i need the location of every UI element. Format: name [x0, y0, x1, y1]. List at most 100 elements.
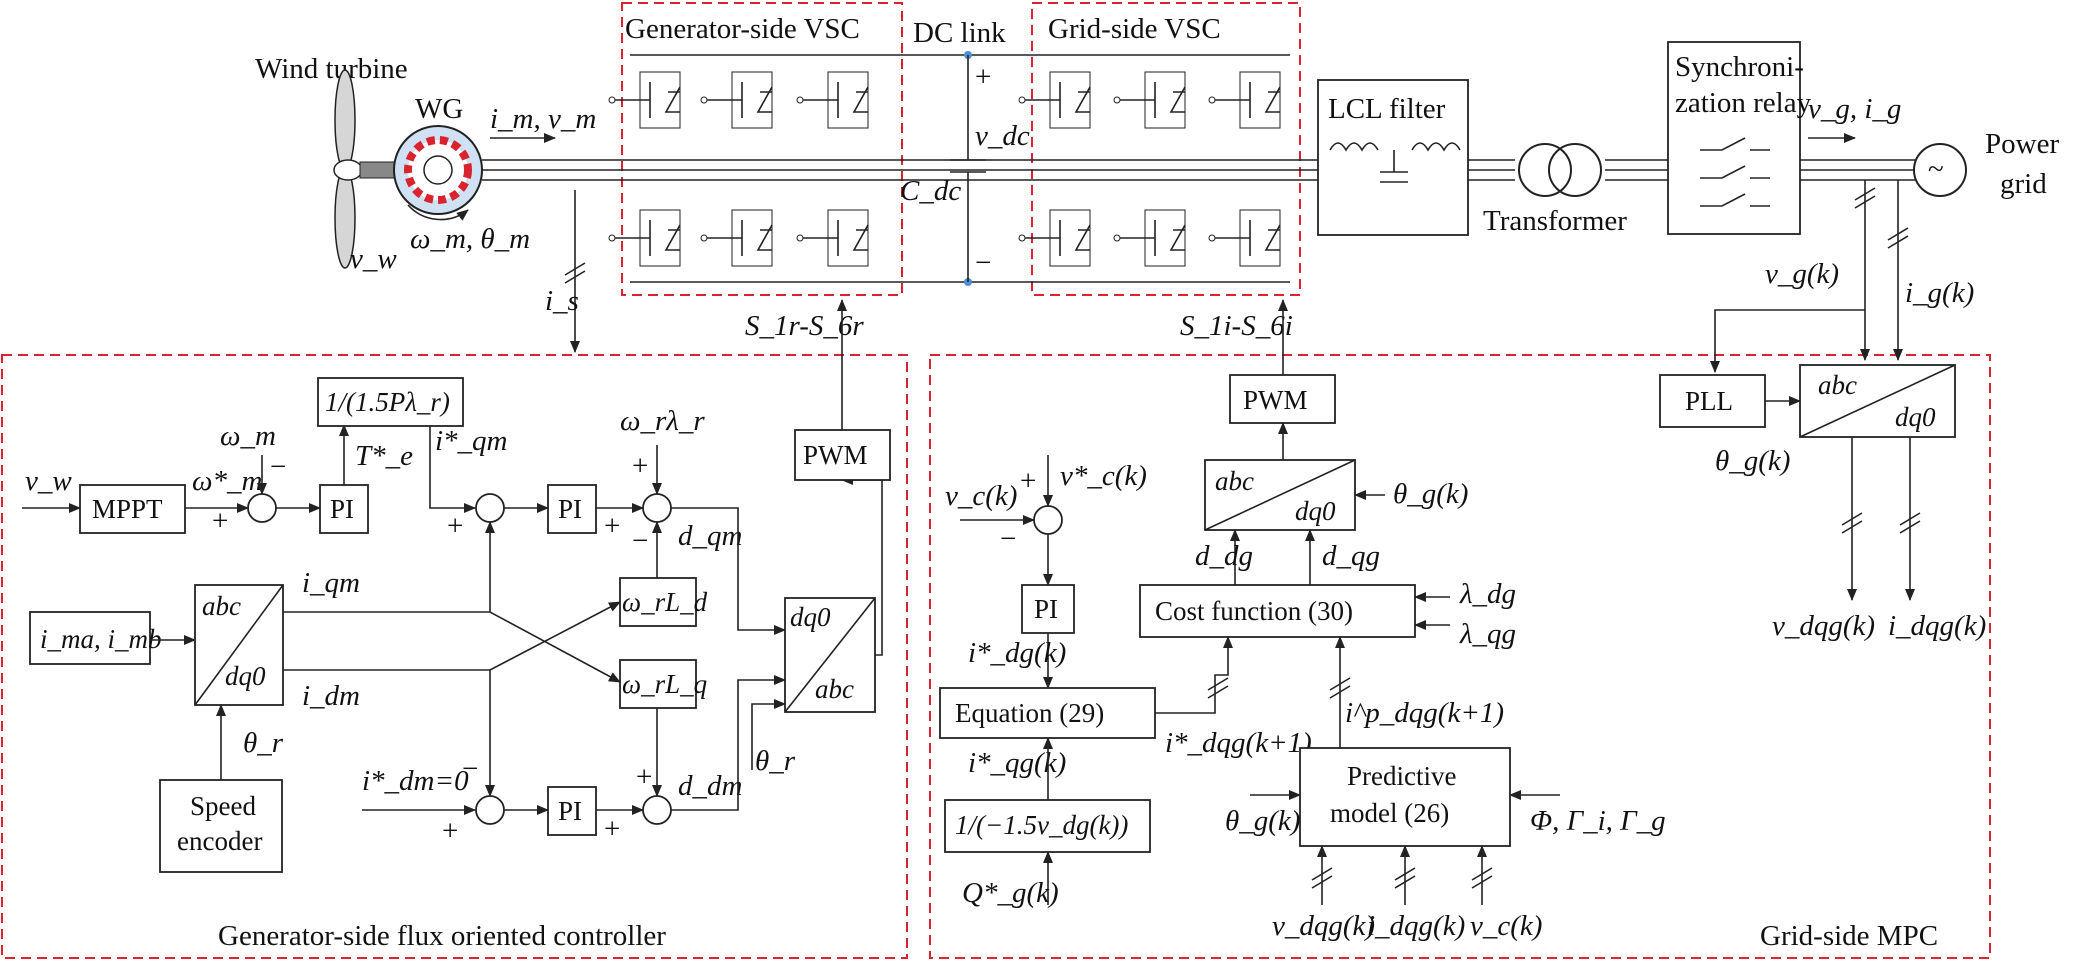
omega-theta-label: ω_m, θ_m — [410, 223, 530, 255]
dq0-label: dq0 — [790, 602, 831, 632]
ddm-label: d_dm — [678, 770, 742, 802]
idg-star-label: i*_dg(k) — [968, 637, 1066, 669]
pll-block — [1659, 374, 1766, 428]
vck-bottom-label: v_c(k) — [1470, 910, 1542, 942]
plus-sign: + — [447, 510, 463, 542]
wind-turbine-title: Wind turbine — [255, 53, 408, 85]
pi-block-speed — [319, 484, 369, 534]
lcl-filter-label: LCL filter — [1328, 93, 1446, 125]
inverse-block — [944, 799, 1151, 853]
te-star-label: T*_e — [355, 440, 413, 472]
inductor-icon — [1329, 142, 1461, 152]
minus-sign: − — [462, 753, 478, 785]
s1i-label: S_1i-S_6i — [1180, 310, 1293, 342]
plus-sign: + — [636, 761, 652, 793]
idqg-bottom-label: i_dqg(k) — [1367, 910, 1465, 942]
plus-sign: + — [632, 450, 648, 482]
dq0-label: dq0 — [225, 661, 266, 691]
omega-lq-label: ω_rL_q — [622, 669, 707, 699]
vck-label: v_c(k) — [945, 480, 1017, 512]
torque-block — [317, 377, 464, 427]
speed-encoder-label-1: Speed — [190, 791, 256, 821]
generator-controller-region — [1, 354, 908, 959]
idqg-star-label: i*_dqg(k+1) — [1165, 727, 1312, 759]
grid-vsc-switches — [1018, 71, 1281, 267]
dqg-label: d_qg — [1322, 540, 1380, 572]
plus-sign: + — [212, 505, 228, 537]
speed-encoder-block — [159, 779, 283, 873]
igk-label: i_g(k) — [1905, 277, 1974, 309]
transformer-label: Transformer — [1483, 205, 1627, 237]
idm-label: i_dm — [302, 680, 360, 712]
sum-node-iq — [475, 493, 505, 523]
ac-symbol: ~ — [1928, 153, 1944, 185]
pll-label: PLL — [1685, 386, 1733, 416]
dc-plus: + — [975, 61, 991, 93]
transformer-icon — [1518, 143, 1602, 197]
omega-lambda-label: ω_rλ_r — [620, 405, 705, 437]
sum-node-vc — [1033, 505, 1063, 535]
omega-lq-block — [619, 659, 697, 709]
cost-function-block — [1139, 584, 1416, 638]
grid-mpc-title: Grid-side MPC — [1760, 920, 1938, 952]
plus-sign: + — [604, 510, 620, 542]
vg-ig-label: v_g, i_g — [1808, 93, 1901, 125]
iqm-label: i_qm — [302, 567, 360, 599]
vw-input-label: v_w — [25, 465, 72, 497]
pi-block-iq — [547, 484, 597, 534]
wg-label: WG — [415, 93, 463, 125]
sum-node-dd — [642, 795, 672, 825]
minus-sign: − — [632, 525, 648, 557]
torque-block-label: 1/(1.5Pλ_r) — [325, 387, 450, 417]
is-label: i_s — [545, 285, 579, 317]
sum-node-speed — [247, 493, 277, 523]
cdc-label: C_dc — [900, 175, 961, 207]
theta-g-label-2: θ_g(k) — [1225, 805, 1300, 837]
speed-encoder-label-2: encoder — [177, 826, 262, 856]
theta-r-label: θ_r — [243, 727, 284, 759]
dc-minus: − — [975, 247, 991, 279]
idqg-p-label: i^p_dqg(k+1) — [1345, 697, 1504, 729]
pwm-label: PWM — [803, 440, 868, 470]
vdqg-right-label: v_dqg(k) — [1772, 610, 1875, 642]
qg-star-label: Q*_g(k) — [962, 877, 1059, 909]
abc-label: abc — [815, 674, 854, 704]
abc-label: abc — [1818, 370, 1857, 400]
sum-node-dq — [642, 493, 672, 523]
idm-star-label: i*_dm=0 — [362, 765, 469, 797]
dc-link-title: DC link — [913, 17, 1006, 49]
wind-generator-icon — [393, 125, 483, 221]
iqg-star-label: i*_qg(k) — [968, 747, 1066, 779]
generator-vsc-title: Generator-side VSC — [625, 13, 860, 45]
power-grid-label-2: grid — [2000, 168, 2047, 200]
vc-star-label: v*_c(k) — [1060, 460, 1147, 492]
sync-label-1: Synchroni- — [1675, 51, 1804, 83]
vdc-label: v_dc — [975, 120, 1030, 152]
ddg-label: d_dg — [1195, 540, 1253, 572]
pwm-label: PWM — [1243, 385, 1308, 415]
dq0-label: dq0 — [1895, 402, 1936, 432]
power-grid-icon — [1913, 143, 1967, 197]
ima-imb-block — [29, 611, 151, 665]
omega-ld-block — [619, 577, 697, 627]
idqg-right-label: i_dqg(k) — [1888, 610, 1986, 642]
theta-g-label-3: θ_g(k) — [1715, 445, 1790, 477]
pi-label: PI — [558, 494, 582, 524]
omega-ld-label: ω_rL_d — [622, 587, 708, 617]
sync-label-2: zation relay — [1675, 87, 1812, 119]
grid-vsc-region — [1031, 2, 1301, 296]
pi-block-id — [547, 786, 597, 836]
sum-node-id — [475, 795, 505, 825]
vgk-label: v_g(k) — [1765, 258, 1839, 290]
predictive-label-2: model (26) — [1330, 798, 1449, 828]
pwm-block-generator — [794, 429, 891, 481]
power-grid-label-1: Power — [1985, 128, 2059, 160]
inverse-block-label: 1/(−1.5v_dg(k)) — [955, 810, 1128, 840]
wind-turbine-icon — [333, 69, 397, 269]
theta-r-label-2: θ_r — [755, 745, 796, 777]
vdqg-bottom-label: v_dqg(k) — [1272, 910, 1375, 942]
ima-imb-label: i_ma, i_mb — [40, 624, 162, 654]
phi-gamma-label: Φ, Γ_i, Γ_g — [1530, 805, 1666, 837]
s1r-label: S_1r-S_6r — [745, 310, 864, 342]
